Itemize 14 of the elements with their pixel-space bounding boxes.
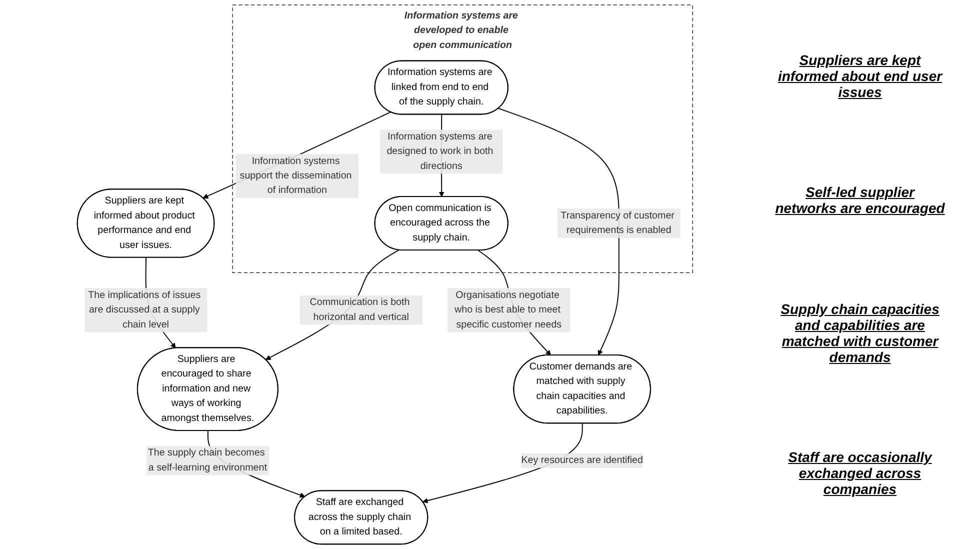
edge-label: Key resources are identified [521, 455, 643, 466]
arrow [498, 108, 620, 356]
heading-note: Suppliers are kept informed about end user issues [776, 52, 944, 100]
edge-label: Communication is both horizontal and vertical [310, 297, 410, 322]
edge-label: Transparency of customer requirements is enabled [560, 210, 674, 236]
heading-note: Supply chain capacities and capabilities are matched with customer demands [780, 300, 940, 365]
edge-label: Organisations negotiate who is best able to meet specific customer needs [454, 290, 562, 330]
heading-note: Self-led supplier networks are encouraged [774, 184, 946, 216]
arrow [202, 112, 392, 199]
edge-label: The supply chain becomes a self-learning environment [148, 448, 267, 473]
edge-label: Information systems support the dissemination of information [240, 156, 352, 196]
heading-note: Staff are occasionally exchanged across companies [787, 448, 934, 497]
edge-label: Information systems are designed to work in both directions [386, 131, 494, 172]
edge-label: The implications of issues are discussed at a supply chain level [88, 290, 201, 330]
